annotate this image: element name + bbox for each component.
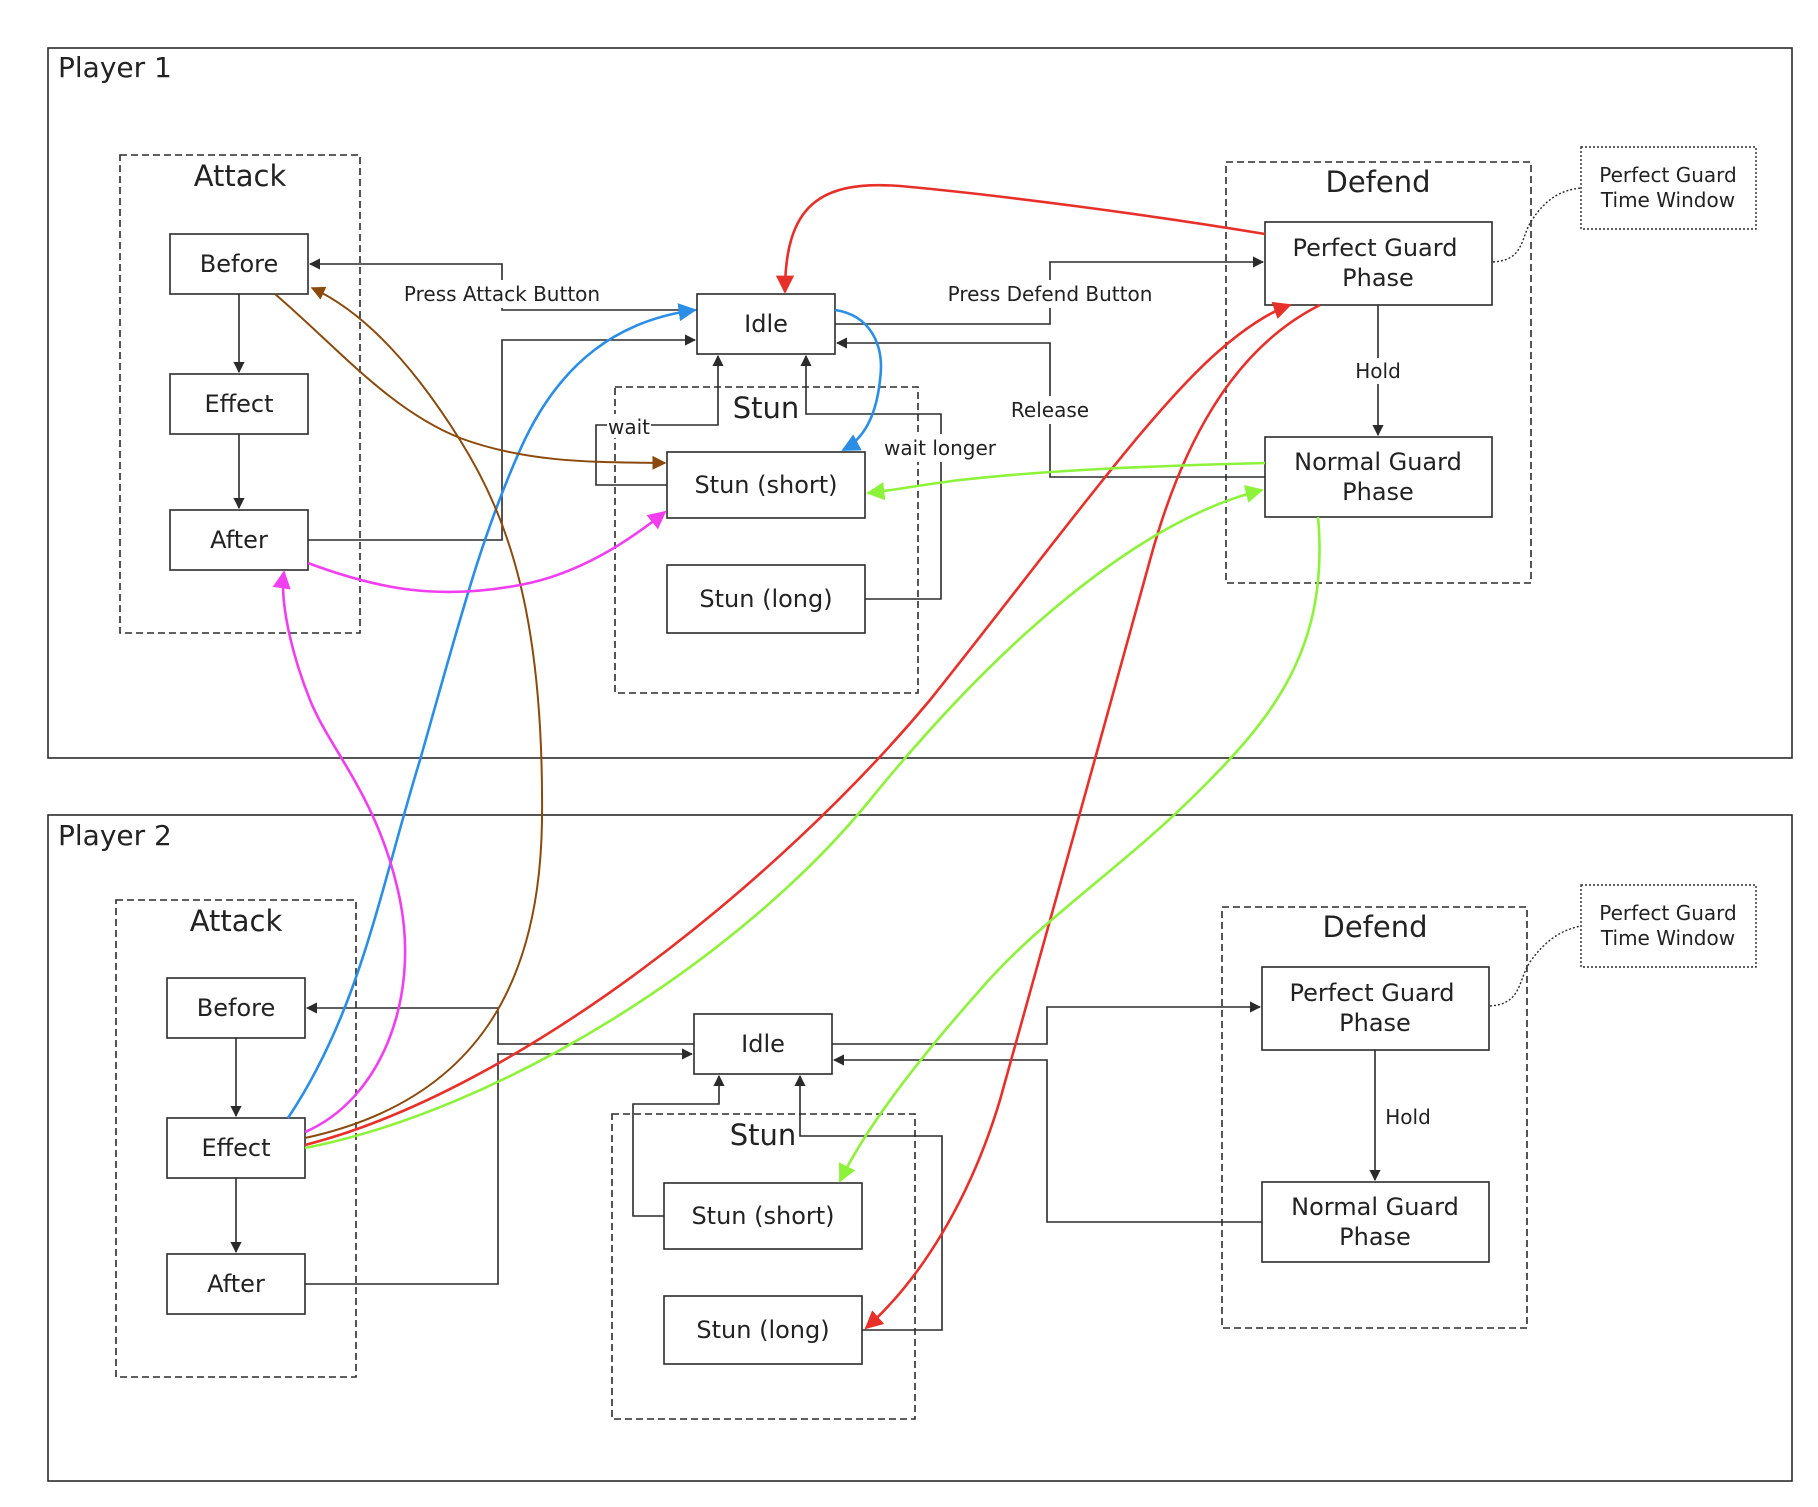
edge-wait-label: wait — [608, 415, 650, 439]
edge-red-p1-perfect-guard-idle — [775, 183, 1266, 294]
attack-group-title: Attack — [190, 904, 283, 938]
edge-blue-p2-effect-p1-idle — [286, 303, 697, 1119]
player-2-frame — [47, 814, 1793, 1482]
note-perfect-guard-window — [1580, 884, 1757, 968]
edge-after-idle — [305, 1048, 694, 1285]
note-label-2: Time Window — [1600, 188, 1735, 212]
state-stun-short-label: Stun (short) — [694, 471, 837, 499]
state-stun-long — [666, 564, 866, 634]
wait-label-bg — [607, 414, 651, 438]
edge-red-p1-perfect-guard-p2-stun-long — [864, 303, 1321, 1330]
state-perfect-guard-label-2: Phase — [1342, 264, 1414, 292]
defend-group-title: Defend — [1325, 165, 1430, 199]
edge-magenta-p2-effect-p1-after — [272, 570, 407, 1134]
state-after-label: After — [207, 1270, 265, 1298]
edge-brown-p1-before-stun-short — [274, 293, 667, 470]
state-stun-long — [663, 1295, 863, 1365]
release-label-bg — [1010, 396, 1090, 424]
edge-green-p2-effect-p1-normal-guard — [304, 485, 1264, 1150]
state-effect — [166, 1117, 306, 1179]
state-perfect-guard-label-1: Perfect Guard — [1290, 979, 1455, 1007]
stun-group-title: Stun — [733, 391, 800, 425]
edge-red-p2-effect-p1-perfect-guard — [304, 301, 1292, 1147]
edge-after-idle — [308, 334, 697, 541]
state-idle-label: Idle — [741, 1030, 785, 1058]
state-normal-guard-label-1: Normal Guard — [1291, 1193, 1459, 1221]
state-effect — [169, 373, 309, 435]
state-perfect-guard-label-2: Phase — [1339, 1009, 1411, 1037]
note-label-2: Time Window — [1600, 926, 1735, 950]
edge-magenta-p1-after-stun-short — [307, 510, 667, 594]
defend-group-title: Defend — [1322, 910, 1427, 944]
state-before — [166, 977, 306, 1039]
state-effect-label: Effect — [201, 1134, 270, 1162]
edge-hold-label: Hold — [1385, 1105, 1431, 1129]
edge-brown-p2-effect-p1-before — [304, 286, 544, 1139]
edge-idle-perfect-guard — [832, 1001, 1262, 1045]
edge-release-label: Release — [1011, 398, 1089, 422]
wait-longer-label-bg — [882, 434, 998, 462]
state-idle-label: Idle — [744, 310, 788, 338]
state-perfect-guard — [1264, 221, 1493, 306]
edge-stun-short-idle — [595, 354, 724, 486]
edge-hold-label: Hold — [1355, 359, 1401, 383]
player-1-title: Player 1 — [58, 51, 172, 84]
hold-label-bg — [1352, 358, 1404, 384]
state-normal-guard-label-2: Phase — [1342, 478, 1414, 506]
note-connector — [1489, 925, 1582, 1007]
state-idle — [696, 293, 836, 355]
state-normal-guard-label-1: Normal Guard — [1294, 448, 1462, 476]
state-stun-long-label: Stun (long) — [699, 585, 832, 613]
state-after — [166, 1253, 306, 1315]
note-perfect-guard-window — [1580, 146, 1757, 230]
player-2-panel: Player 2 Attack Before Effect After Idle… — [47, 814, 1793, 1482]
player-1-frame — [47, 47, 1793, 759]
edge-wait-longer-label: wait longer — [884, 436, 997, 460]
state-after-label: After — [210, 526, 268, 554]
edge-stun-long-idle — [800, 354, 942, 600]
edge-press-attack-label: Press Attack Button — [404, 282, 600, 306]
player-2-title: Player 2 — [58, 819, 172, 852]
edge-stun-short-idle — [632, 1074, 725, 1217]
attack-group — [119, 154, 361, 634]
state-perfect-guard-label-1: Perfect Guard — [1293, 234, 1458, 262]
state-before-label: Before — [197, 994, 275, 1022]
edge-blue-p1-idle-stun-short — [834, 308, 883, 452]
edge-normal-guard-idle — [832, 1054, 1262, 1223]
edge-stun-long-idle — [794, 1074, 943, 1331]
note-label-1: Perfect Guard — [1599, 163, 1736, 187]
attack-group-title: Attack — [194, 159, 287, 193]
interaction-edges — [272, 183, 1321, 1330]
stun-group — [614, 386, 919, 694]
state-normal-guard-label-2: Phase — [1339, 1223, 1411, 1251]
player-1-panel: Player 1 Attack Before Effect After Idle… — [47, 47, 1793, 759]
state-after — [169, 509, 309, 571]
press-attack-label-bg — [402, 280, 604, 308]
state-idle — [693, 1013, 833, 1075]
edge-green-p1-normal-guard-p2-stun-short — [838, 516, 1321, 1183]
edge-press-defend-label: Press Defend Button — [948, 282, 1153, 306]
state-normal-guard — [1264, 436, 1493, 518]
edge-green-p1-normal-guard-stun-short — [866, 461, 1266, 501]
state-before-label: Before — [200, 250, 278, 278]
press-defend-label-bg — [946, 280, 1154, 308]
stun-group-title: Stun — [730, 1118, 797, 1152]
state-stun-short — [663, 1182, 863, 1250]
note-connector — [1492, 187, 1582, 263]
attack-group — [115, 899, 357, 1378]
note-label-1: Perfect Guard — [1599, 901, 1736, 925]
edge-idle-before — [305, 1002, 694, 1045]
state-stun-short-label: Stun (short) — [691, 1202, 834, 1230]
state-effect-label: Effect — [204, 390, 273, 418]
state-before — [169, 233, 309, 295]
stun-group — [611, 1113, 916, 1420]
state-stun-long-label: Stun (long) — [696, 1316, 829, 1344]
